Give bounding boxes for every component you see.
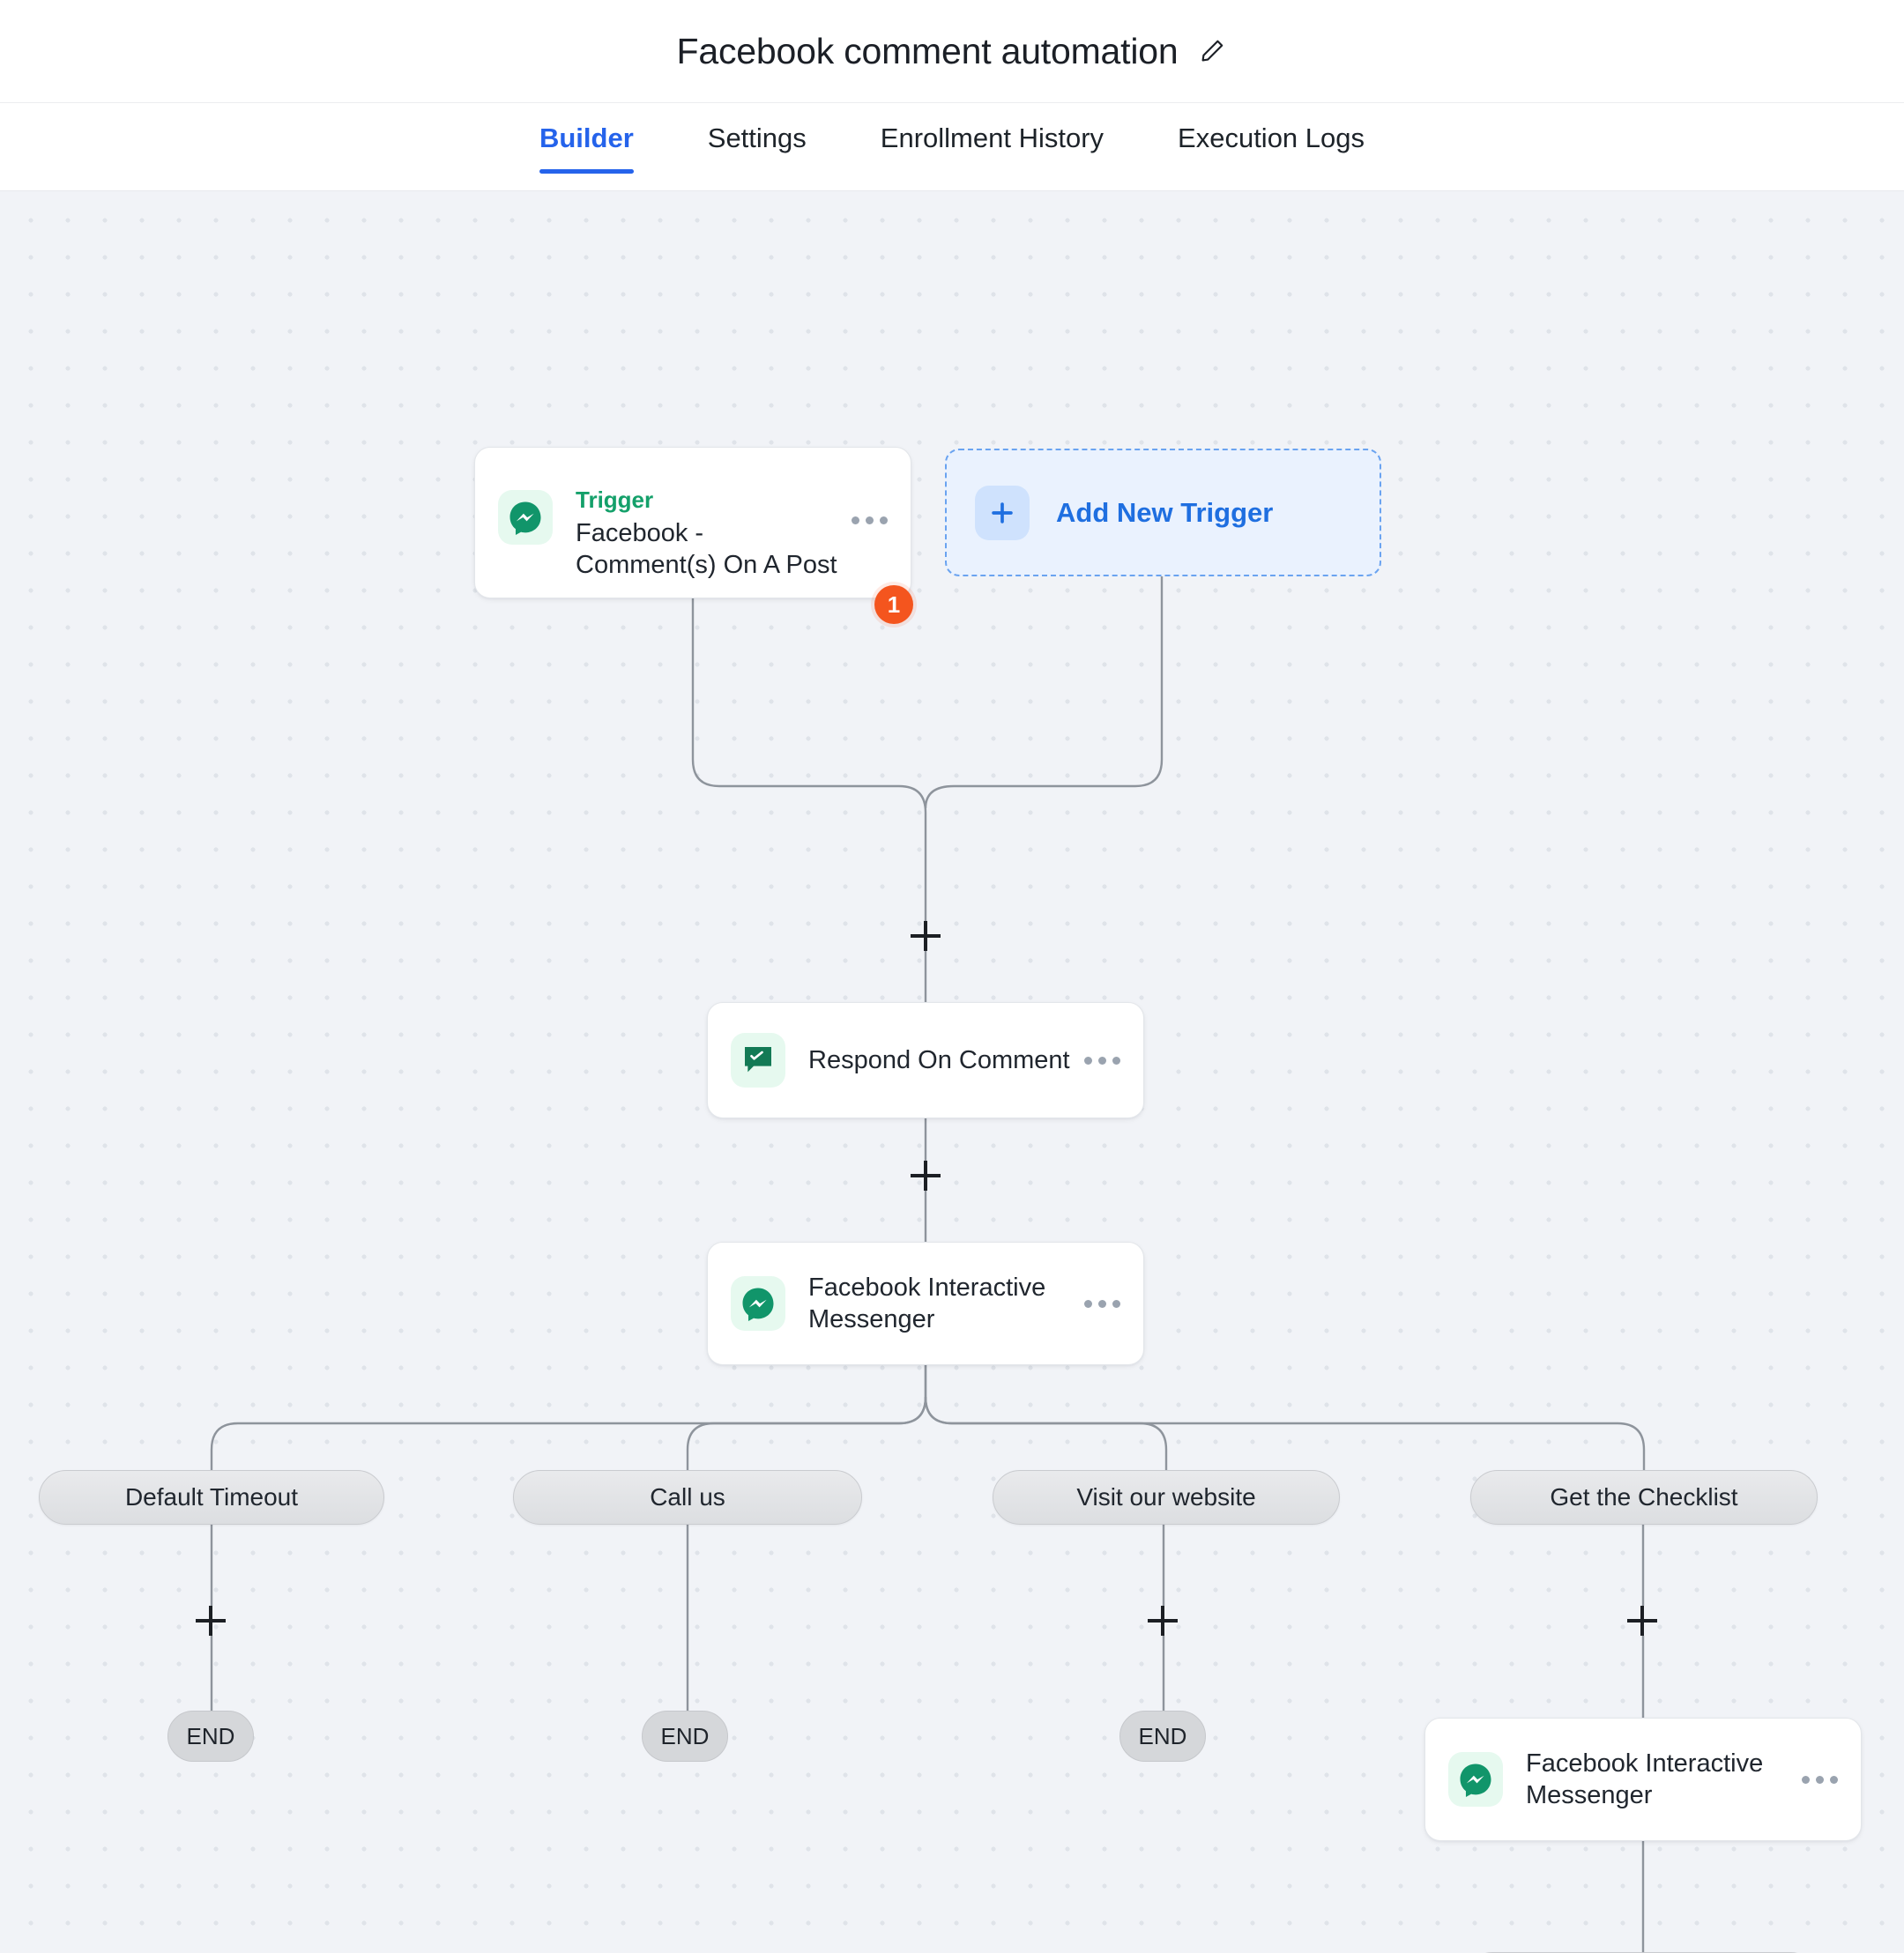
trigger-kicker: Trigger xyxy=(576,486,654,513)
branch-pill-get-the-checklist[interactable]: Get the Checklist xyxy=(1470,1470,1818,1525)
tab-bar: Builder Settings Enrollment History Exec… xyxy=(0,103,1904,191)
messenger-node-label: Facebook Interactive Messenger xyxy=(808,1273,1046,1333)
page-title: Facebook comment automation xyxy=(676,30,1179,71)
add-step-button-1[interactable] xyxy=(911,921,941,951)
tab-execution-logs[interactable]: Execution Logs xyxy=(1178,123,1365,153)
messenger-more-options[interactable] xyxy=(1084,1299,1120,1308)
messenger-2-more-options[interactable] xyxy=(1802,1775,1838,1784)
facebook-interactive-messenger-node[interactable]: Facebook Interactive Messenger xyxy=(707,1242,1144,1365)
add-step-button-branch-0[interactable] xyxy=(196,1606,226,1636)
branch-pill-call-us[interactable]: Call us xyxy=(513,1470,862,1525)
messenger-node-2-label: Facebook Interactive Messenger xyxy=(1526,1749,1764,1809)
pencil-icon[interactable] xyxy=(1197,36,1227,66)
end-node-2[interactable]: END xyxy=(1119,1711,1206,1762)
trigger-node[interactable]: Trigger Facebook - Comment(s) On A Post xyxy=(474,447,911,598)
trigger-more-options[interactable] xyxy=(852,516,888,524)
tab-builder[interactable]: Builder xyxy=(502,117,671,174)
comment-check-icon xyxy=(731,1033,785,1088)
respond-more-options[interactable] xyxy=(1084,1056,1120,1065)
messenger-icon xyxy=(1448,1752,1503,1807)
trigger-label: Facebook - Comment(s) On A Post xyxy=(576,519,837,580)
facebook-interactive-messenger-node-2[interactable]: Facebook Interactive Messenger xyxy=(1424,1718,1862,1841)
add-step-button-branch-2[interactable] xyxy=(1148,1606,1178,1636)
end-node-1[interactable]: END xyxy=(642,1711,728,1762)
add-step-button-2[interactable] xyxy=(911,1161,941,1191)
branch-pill-default-timeout[interactable]: Default Timeout xyxy=(39,1470,384,1525)
add-new-trigger-label: Add New Trigger xyxy=(1056,496,1274,528)
tab-settings[interactable]: Settings xyxy=(707,123,807,153)
end-node-0[interactable]: END xyxy=(167,1711,254,1762)
tab-enrollment-history[interactable]: Enrollment History xyxy=(880,123,1104,153)
plus-icon xyxy=(975,485,1030,540)
branch-pill-visit-website[interactable]: Visit our website xyxy=(993,1470,1340,1525)
messenger-icon xyxy=(731,1276,785,1331)
page-header: Facebook comment automation xyxy=(0,0,1904,103)
respond-on-comment-label: Respond On Comment xyxy=(808,1045,1070,1074)
add-step-button-branch-3[interactable] xyxy=(1627,1606,1657,1636)
workflow-canvas[interactable]: Trigger Facebook - Comment(s) On A Post … xyxy=(0,191,1904,1953)
add-new-trigger-button[interactable]: Add New Trigger xyxy=(945,449,1381,576)
trigger-badge: 1 xyxy=(874,585,913,624)
messenger-icon xyxy=(498,490,553,545)
respond-on-comment-node[interactable]: Respond On Comment xyxy=(707,1002,1144,1118)
